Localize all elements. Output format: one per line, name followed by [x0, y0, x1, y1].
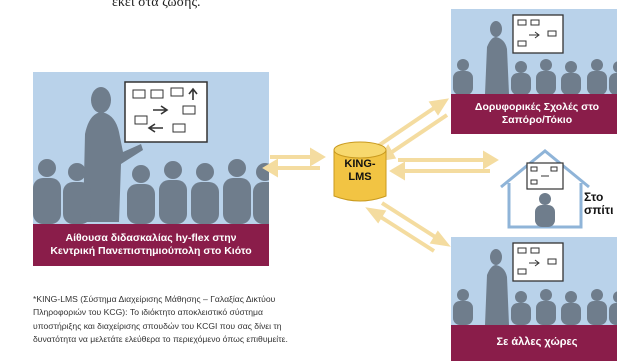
intro-text: εκεί στα ζωσης. — [112, 0, 201, 10]
screen-board-icon — [512, 242, 564, 282]
screen-board-icon — [512, 14, 564, 54]
sapporo-satellite-image — [451, 9, 617, 94]
kyoto-classroom-illustration — [33, 81, 269, 224]
kyoto-caption-line1: Αίθουσα διδασκαλίας hy-flex στην — [65, 231, 237, 244]
home-label: Στο σπίτι — [584, 191, 617, 223]
sapporo-caption-line1: Δορυφορικές Σχολές στο — [474, 100, 600, 113]
presenter-silhouette-icon — [485, 21, 509, 94]
server-label-line2: LMS — [348, 170, 372, 183]
audience-silhouette-icon — [453, 289, 617, 325]
abroad-image — [451, 237, 617, 325]
kyoto-classroom-image — [33, 72, 269, 224]
footnote: *KING-LMS (Σύστημα Διαχείρισης Μάθησης –… — [33, 293, 373, 361]
home-label-line2: σπίτι — [584, 203, 614, 218]
server-label-line1: KING- — [344, 158, 376, 170]
audience-silhouette-icon — [453, 59, 617, 94]
footnote-line4: δυνατότητα να μελετάτε ελεύθερα το περιε… — [33, 333, 288, 344]
home-image — [495, 145, 617, 235]
home-label-line1: Στο — [584, 191, 604, 204]
server-label: KING- LMS — [337, 158, 383, 188]
sapporo-illustration — [453, 14, 617, 94]
house-icon — [500, 149, 590, 229]
sapporo-caption-line2: Σαπόρο/Τόκιο — [501, 114, 573, 126]
presenter-silhouette-icon — [485, 249, 509, 325]
abroad-illustration — [453, 242, 617, 325]
presenter-silhouette-icon — [83, 87, 143, 222]
kyoto-caption: Αίθουσα διδασκαλίας hy-flex στην Κεντρικ… — [33, 224, 269, 266]
sapporo-caption: Δορυφορικές Σχολές στο Σαπόρο/Τόκιο — [451, 94, 617, 134]
audience-silhouette-icon — [33, 159, 269, 224]
footnote-line3: υποστήριξης και διαχείρισης σπουδών του … — [33, 320, 282, 331]
person-silhouette-icon — [535, 193, 555, 227]
abroad-caption: Σε άλλες χώρες — [451, 325, 617, 361]
abroad-caption-text: Σε άλλες χώρες — [496, 336, 578, 349]
bidirectional-arrow-icon — [262, 98, 499, 253]
footnote-line1: *KING-LMS (Σύστημα Διαχείρισης Μάθησης –… — [33, 294, 276, 304]
footnote-line2: Πληροφοριών του KCG): Το ιδιόκτητο αποκλ… — [33, 307, 263, 318]
database-server-icon — [333, 141, 387, 202]
screen-board-icon — [124, 81, 208, 143]
kyoto-caption-line2: Κεντρική Πανεπιστημιούπολη στο Κιότο — [50, 245, 252, 257]
